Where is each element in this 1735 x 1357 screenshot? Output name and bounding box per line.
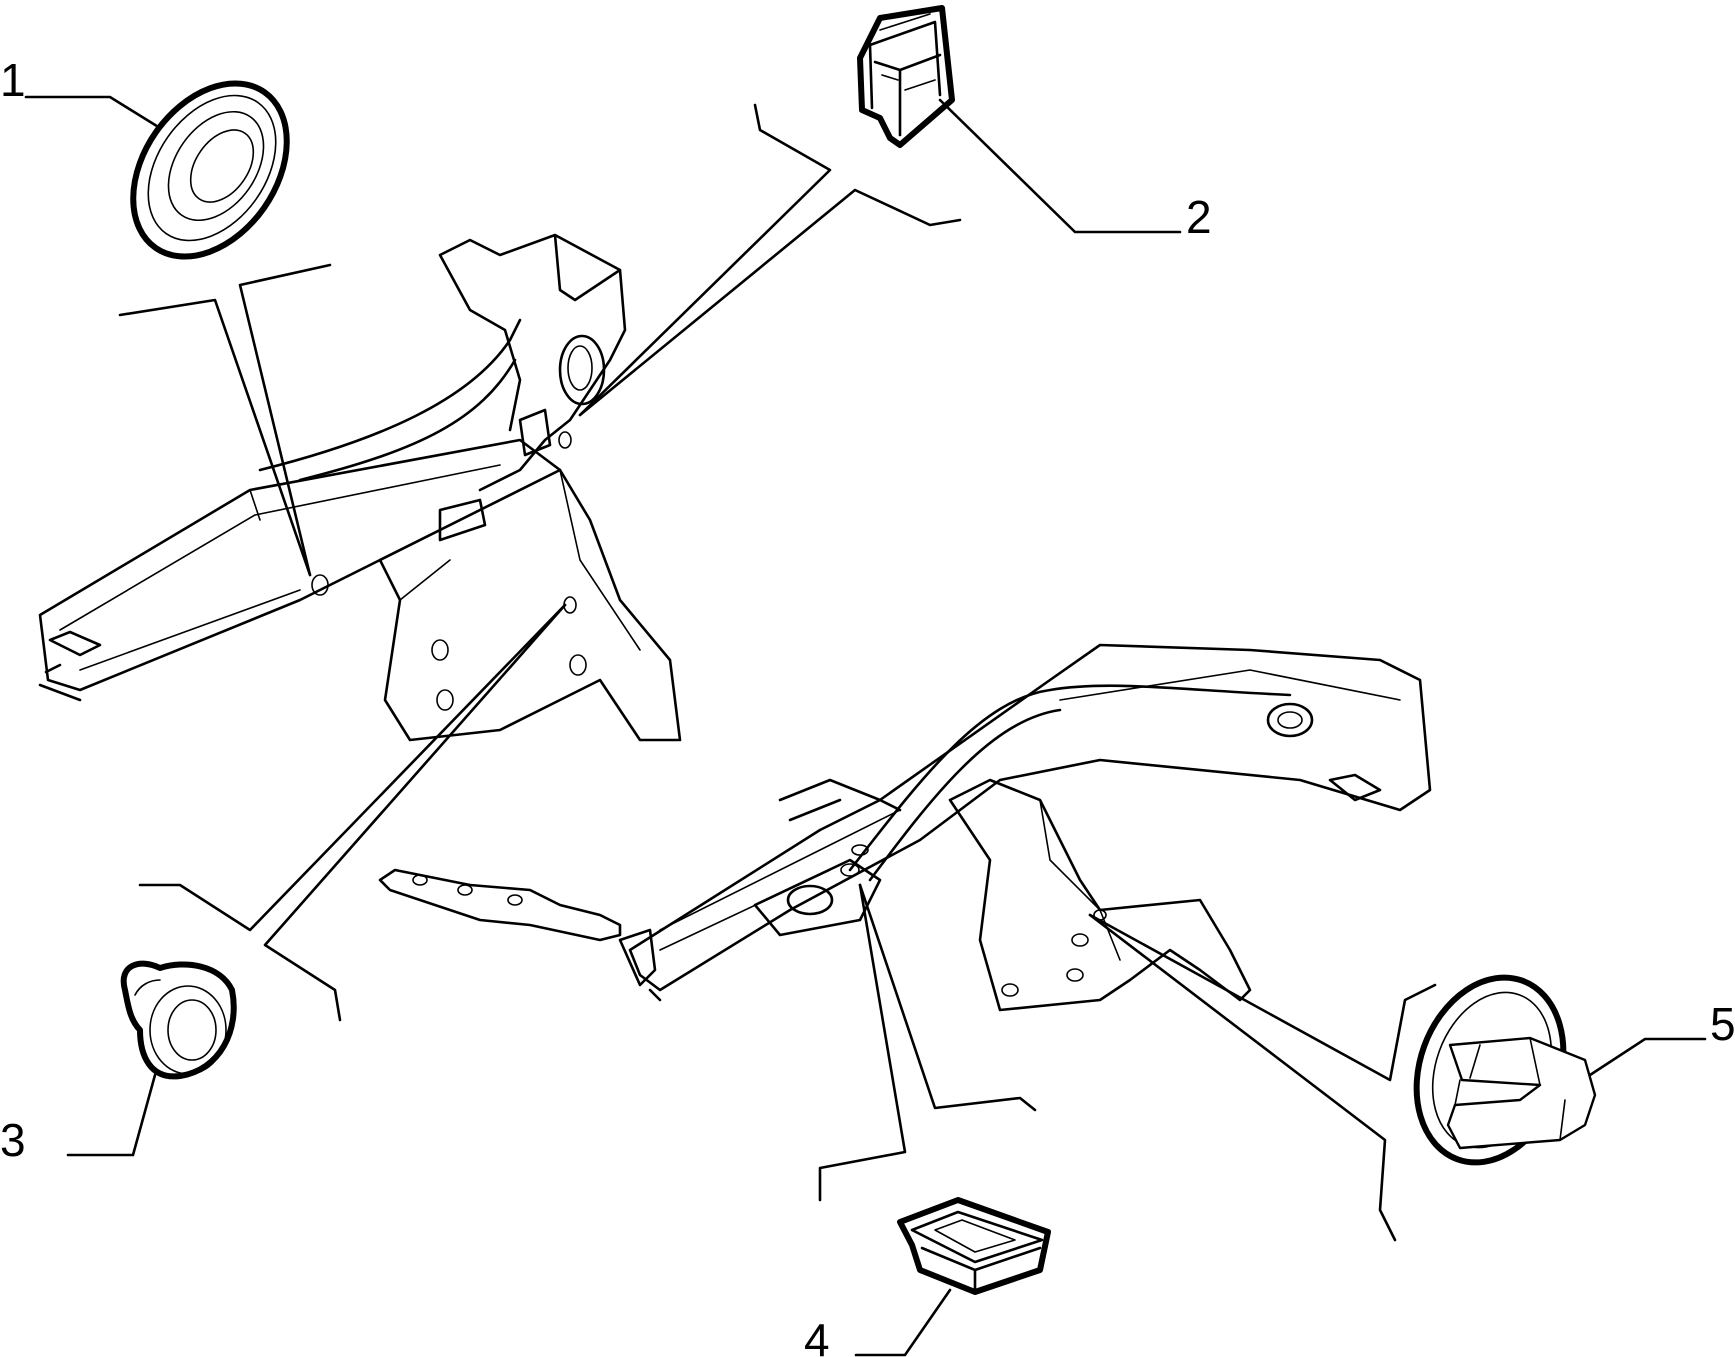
locator-1-a xyxy=(118,298,312,577)
callout-5-leader xyxy=(1588,1037,1707,1077)
callout-2-label: 2 xyxy=(1186,191,1212,243)
callout-4[interactable]: 4 xyxy=(804,1288,952,1357)
locator-5-a xyxy=(1088,913,1437,1082)
callout-4-leader xyxy=(854,1288,952,1357)
right-longitudinal-rail xyxy=(628,643,1432,992)
right-pad-small-hole-2 xyxy=(851,844,869,856)
left-loose-plate xyxy=(378,868,622,942)
right-vertical-bracket xyxy=(948,778,1252,1012)
part-1-inner-rim xyxy=(147,94,277,242)
left-tower-slot xyxy=(518,408,552,457)
right-bracket-hole-2 xyxy=(1066,968,1084,982)
right-curved-arm xyxy=(848,684,1292,882)
locator-3-a xyxy=(138,603,567,932)
left-tower-hole xyxy=(558,334,606,406)
callout-1-leader xyxy=(24,95,162,130)
part-1-outer-rim xyxy=(130,80,290,260)
right-box-section xyxy=(778,778,902,822)
part-4-outline xyxy=(897,1197,1051,1295)
left-vertical-bracket xyxy=(378,468,682,742)
callout-5[interactable]: 5 xyxy=(1588,998,1735,1077)
part-3-stem xyxy=(134,979,161,996)
right-pad xyxy=(753,858,882,937)
left-tab xyxy=(438,498,487,542)
part-3-center xyxy=(167,999,217,1061)
plate-hole-3 xyxy=(507,894,523,906)
callout-3-leader xyxy=(66,1073,157,1157)
locator-1-b xyxy=(238,263,332,577)
part-3-small-plug[interactable] xyxy=(120,960,237,1080)
callout-1[interactable]: 1 xyxy=(0,54,162,130)
part-2-details xyxy=(879,13,936,91)
part-2-square-plug[interactable] xyxy=(857,5,955,148)
part-3-cap xyxy=(149,985,227,1075)
part-5-clip-edges xyxy=(1454,1037,1566,1141)
left-bracket-hole-3 xyxy=(569,654,587,676)
part-2-outline xyxy=(857,5,955,148)
left-frame-assembly xyxy=(38,233,682,942)
locator-2-a xyxy=(578,103,832,417)
right-rail-hole xyxy=(1266,702,1314,738)
callout-3[interactable]: 3 xyxy=(0,1073,157,1166)
callout-4-label: 4 xyxy=(804,1314,830,1357)
left-upper-arm xyxy=(258,318,522,482)
right-rail-hole-inner xyxy=(1277,711,1303,729)
part-4-rect-plug[interactable] xyxy=(897,1197,1051,1295)
right-pad-hole xyxy=(786,884,834,916)
part-1-center xyxy=(189,129,255,203)
part-1-grommet[interactable] xyxy=(101,54,318,285)
callout-5-label: 5 xyxy=(1710,998,1735,1050)
left-rail-end xyxy=(38,630,102,702)
part-2-faces xyxy=(868,20,942,137)
locator-4-b xyxy=(858,883,1037,1112)
callout-2-leader xyxy=(938,98,1182,234)
plate-hole-2 xyxy=(457,884,473,896)
callout-1-label: 1 xyxy=(0,54,26,106)
right-pad-small-hole xyxy=(840,863,860,877)
left-bracket-hole-2 xyxy=(436,689,454,711)
part-3-outline xyxy=(120,960,237,1080)
left-tower-hole-inner xyxy=(567,345,593,391)
part-4-body xyxy=(920,1246,1042,1294)
left-longitudinal-rail xyxy=(38,438,562,692)
locator-4-a xyxy=(818,883,907,1202)
left-rail-hole xyxy=(311,574,329,596)
callout-2[interactable]: 2 xyxy=(938,98,1212,243)
right-frame-assembly xyxy=(618,643,1432,1012)
locator-5-b xyxy=(1088,913,1397,1242)
left-bracket-hole-1 xyxy=(431,639,449,661)
locator-lines xyxy=(118,103,1437,1242)
right-bracket-hole-3 xyxy=(1001,983,1019,997)
right-end-tab xyxy=(1328,773,1382,802)
right-bracket-hole-1 xyxy=(1071,933,1089,947)
left-tower-mount-hole xyxy=(558,431,572,449)
plate-hole-1 xyxy=(412,874,428,886)
part-1-cap xyxy=(167,110,265,222)
left-bracket-edges xyxy=(399,469,641,651)
callout-3-label: 3 xyxy=(0,1114,26,1166)
locator-3-b xyxy=(263,603,567,1022)
part-5-clip[interactable] xyxy=(1392,957,1597,1183)
locator-2-b xyxy=(578,188,962,417)
left-rail-details xyxy=(59,464,501,671)
part-4-top-face xyxy=(910,1210,1044,1264)
right-rail-end xyxy=(618,928,662,1002)
part-5-clip-body xyxy=(1446,1036,1597,1150)
part-4-inner-face xyxy=(934,1219,1016,1253)
